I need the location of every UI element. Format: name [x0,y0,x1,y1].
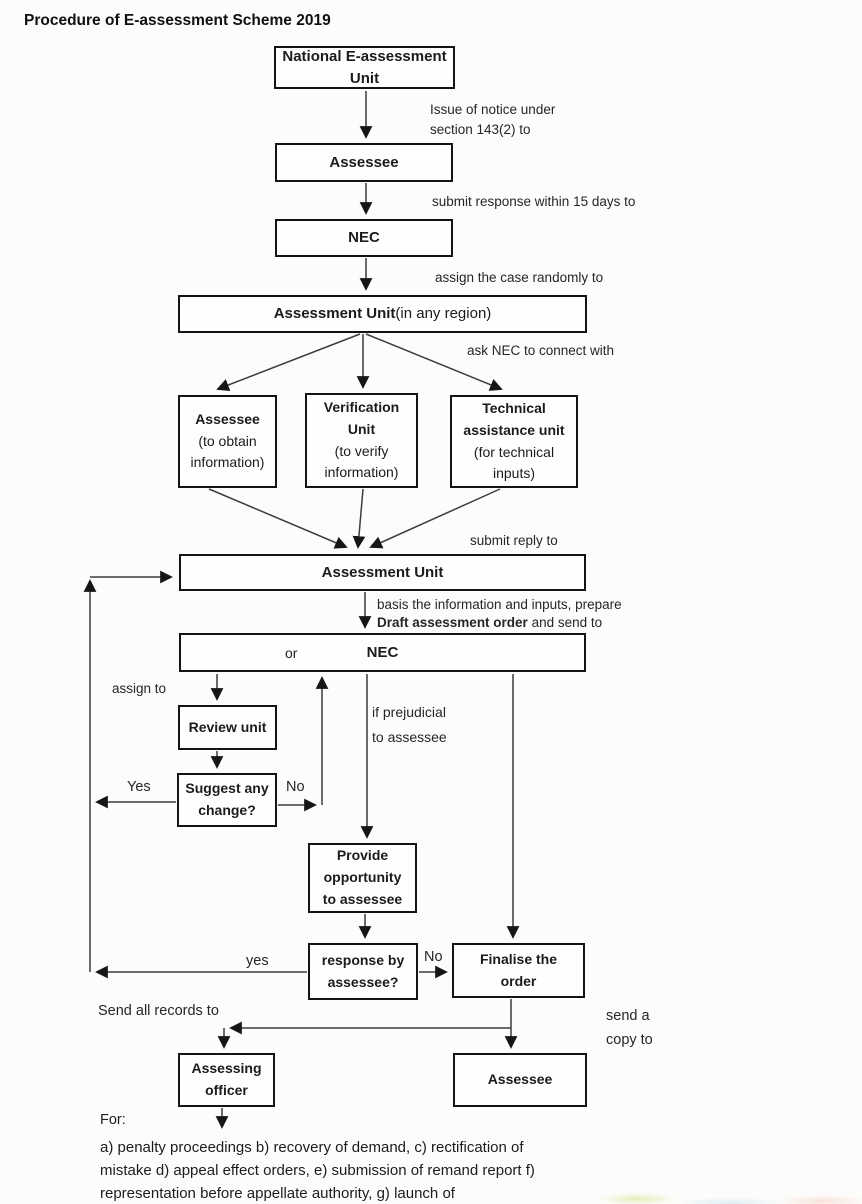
merge-from-assessee-info [208,488,348,549]
box-label-line: information) [324,464,399,481]
box-response-by-assessee: response by assessee? [308,943,418,1000]
footer-line: mistake d) appeal effect orders, e) subm… [100,1162,535,1179]
box-assessment-unit-region: Assessment Unit (in any region) [178,295,587,333]
label-line: send a [606,1008,650,1024]
label-yes-upper: Yes [127,779,151,795]
watermark-smudge [598,1184,862,1204]
box-assessee-info: Assessee (to obtain information) [178,395,277,488]
label-send-copy: send a copy to [606,1004,653,1052]
box-label-line: (to obtain [198,432,257,449]
label-line: Draft assessment order and send to [377,614,622,632]
box-label-line: inputs) [492,465,536,482]
label-rest: and send to [527,615,603,630]
box-review-unit: Review unit [178,705,277,750]
box-label-line: NEC [366,643,399,661]
label-for: For: [100,1112,126,1128]
box-label-line: NEC [348,229,380,247]
box-label-line: Unit [347,420,376,437]
box-label-line: Finalise the [479,950,558,967]
box-assessment-unit-main: Assessment Unit [179,554,586,591]
box-label-line: officer [205,1082,248,1098]
box-assessee-bottom: Assessee [453,1053,587,1107]
box-national-e-assessment-unit: National E-assessment Unit [274,46,455,89]
box-label-line: assessee? [327,973,399,990]
label-submit-response: submit response within 15 days to [432,194,636,209]
label-send-all-records: Send all records to [98,1003,219,1019]
page-title: Procedure of E-assessment Scheme 2019 [24,12,331,29]
label-draft-order-note: basis the information and inputs, prepar… [377,596,622,632]
label-issue-notice: Issue of notice under section 143(2) to [430,100,555,141]
label-line: copy to [606,1032,653,1048]
footer-line: a) penalty proceedings b) recovery of de… [100,1139,524,1156]
box-label-line: (for technical [473,443,555,460]
box-suggest-any-change: Suggest any change? [177,773,277,827]
box-label-line: to assessee [322,890,403,907]
box-label-line: information) [190,454,265,471]
label-if-prejudicial: if prejudicial to assessee [372,700,447,750]
box-label-line: Assessee [195,410,260,427]
box-technical-assistance-unit: Technical assistance unit (for technical… [450,395,578,488]
label-ask-nec: ask NEC to connect with [467,343,615,358]
box-nec-top: NEC [275,219,453,257]
box-label-line: Suggest any [185,780,269,797]
label-no-upper: No [286,779,305,795]
box-label-line: Assessment Unit [321,563,444,581]
box-label-line: Verification [323,399,400,416]
box-label-line: Technical [482,400,546,417]
footer-text: a) penalty proceedings b) recovery of de… [100,1136,535,1204]
box-label-line: Assessing [191,1060,262,1077]
box-assessing-officer: Assessing officer [178,1053,275,1107]
box-label-line: Assessee [329,153,399,171]
box-label-line: National E-assessment [282,47,447,65]
label-line: basis the information and inputs, prepar… [377,597,622,612]
merge-from-verification [352,488,366,549]
box-label-line: opportunity [323,869,402,886]
box-assessee-top: Assessee [275,143,453,182]
box-finalise-order: Finalise the order [452,943,585,998]
label-bold: Draft assessment order [377,615,528,630]
label-line: section 143(2) to [430,122,531,138]
label-no-lower: No [424,949,443,965]
box-label-line: (to verify [334,442,389,459]
label-line: to assessee [372,729,447,745]
box-provide-opportunity: Provide opportunity to assessee [308,843,417,913]
label-line: Issue of notice under [430,102,556,117]
box-verification-unit: Verification Unit (to verify information… [305,393,418,488]
box-nec-main: or NEC [179,633,586,672]
label-submit-reply: submit reply to [470,533,558,548]
box-label-line: Provide [336,847,389,864]
box-label-line: Review unit [188,718,267,735]
box-label-bold: Assessment Unit [273,305,396,323]
label-line: if prejudicial [372,704,446,720]
box-label-rest: (in any region) [395,305,492,323]
footer-line: representation before appellate authorit… [100,1185,455,1202]
box-label-line: change? [198,802,256,818]
label-yes-lower: yes [246,953,269,969]
box-label-line: response by [321,951,405,968]
or-label: or [285,644,298,661]
box-label-line: assistance unit [463,421,565,438]
label-assign-to: assign to [112,681,167,696]
box-label-line: Unit [349,69,380,87]
box-label-line: order [500,972,537,989]
fan-to-assessee-info [216,333,361,392]
box-label-line: Assessee [487,1071,553,1088]
label-assign-case: assign the case randomly to [435,270,604,285]
